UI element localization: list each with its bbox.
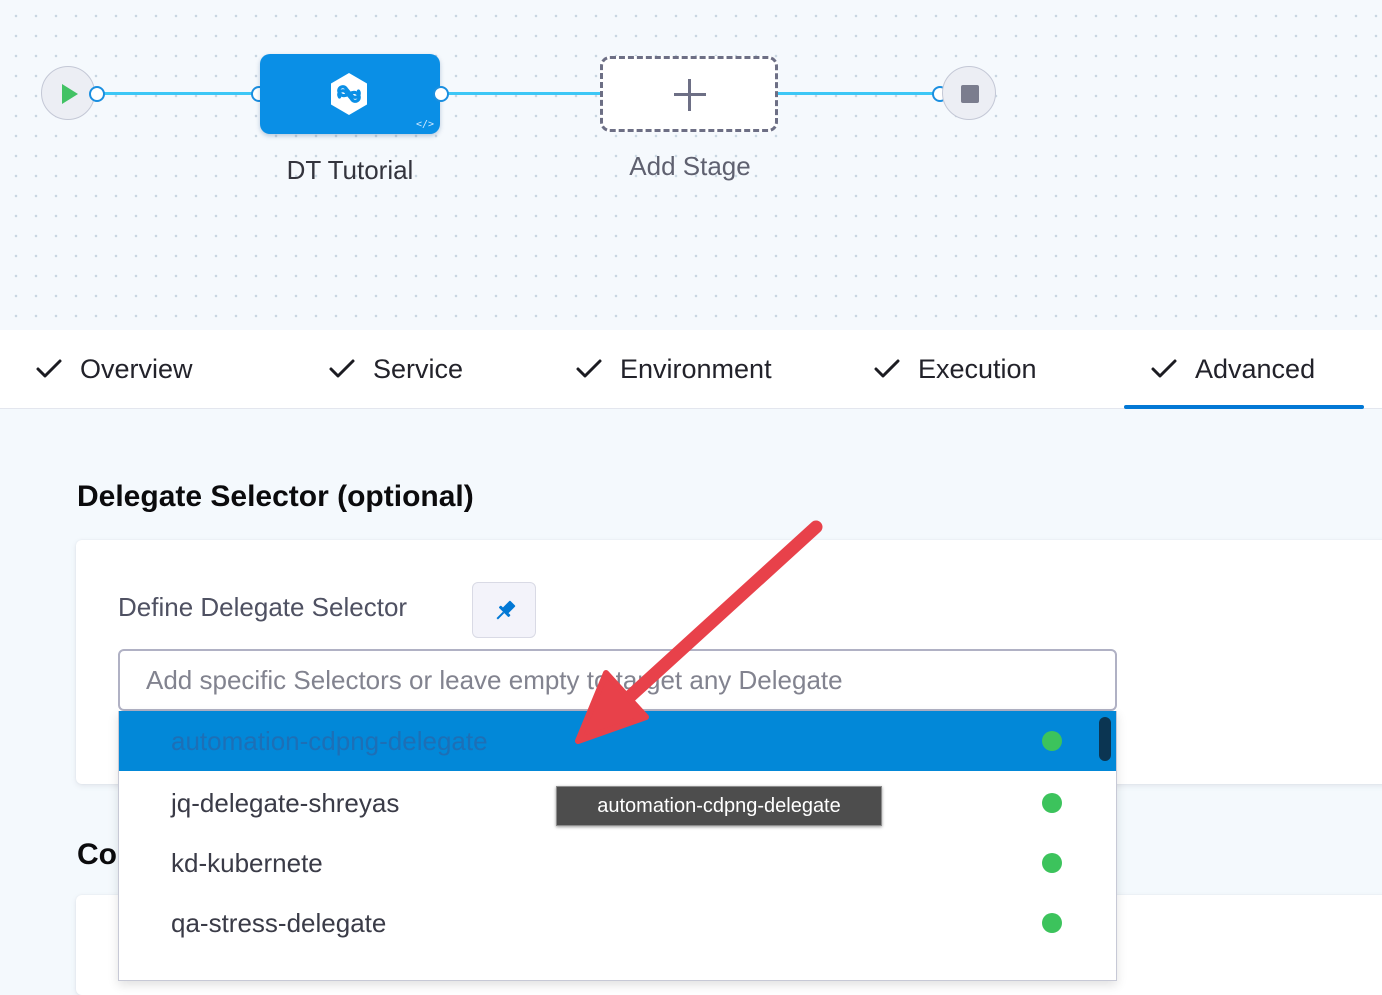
dropdown-scrollbar[interactable] xyxy=(1099,717,1111,761)
pin-icon xyxy=(496,600,516,620)
check-icon xyxy=(576,359,602,378)
section-title: Delegate Selector (optional) xyxy=(77,480,474,513)
tab-execution[interactable]: Execution xyxy=(872,330,1037,408)
dropdown-option[interactable]: qa-stress-delegate xyxy=(119,893,1116,953)
pipeline-canvas[interactable]: </> DT Tutorial Add Stage xyxy=(0,0,1382,330)
next-section-title: Co xyxy=(77,838,117,871)
status-dot-icon xyxy=(1042,793,1062,813)
status-dot-icon xyxy=(1042,853,1062,873)
tab-advanced[interactable]: Advanced xyxy=(1149,330,1315,408)
pin-button[interactable] xyxy=(472,582,536,638)
check-icon xyxy=(329,359,355,378)
option-label: qa-stress-delegate xyxy=(171,907,387,938)
add-stage-button[interactable] xyxy=(600,56,778,132)
connector-stage-to-add xyxy=(446,92,602,95)
option-label: kd-kubernete xyxy=(171,847,323,878)
dropdown-option[interactable]: automation-cdpng-delegate xyxy=(119,711,1116,771)
status-dot-icon xyxy=(1042,731,1062,751)
tab-overview[interactable]: Overview xyxy=(34,330,193,408)
check-icon xyxy=(1151,359,1177,378)
tab-service[interactable]: Service xyxy=(327,330,463,408)
dropdown-option[interactable]: kd-kubernete xyxy=(119,833,1116,893)
dropdown-option[interactable]: jq-delegate-shreyas xyxy=(119,773,1116,833)
pipeline-start-node[interactable] xyxy=(41,66,95,120)
stage-node-dt-tutorial[interactable]: </> xyxy=(260,54,440,134)
delegate-selector-input[interactable] xyxy=(118,649,1117,711)
play-icon xyxy=(62,84,78,104)
connector-add-to-end xyxy=(778,92,938,95)
tab-environment[interactable]: Environment xyxy=(574,330,772,408)
stage-output-port[interactable] xyxy=(433,86,449,102)
tab-label: Execution xyxy=(918,353,1037,384)
option-label: jq-delegate-shreyas xyxy=(171,787,400,818)
status-dot-icon xyxy=(1042,913,1062,933)
check-icon xyxy=(36,359,62,378)
field-label: Define Delegate Selector xyxy=(118,592,408,622)
tab-label: Service xyxy=(373,353,464,384)
delegate-dropdown[interactable]: automation-cdpng-delegate jq-delegate-sh… xyxy=(118,711,1117,981)
connector-start-to-stage xyxy=(104,92,260,95)
yaml-code-badge: </> xyxy=(415,119,434,130)
add-stage-label: Add Stage xyxy=(629,151,751,181)
stop-icon xyxy=(961,85,979,103)
option-tooltip: automation-cdpng-delegate xyxy=(556,786,882,826)
tab-label: Advanced xyxy=(1195,353,1316,384)
tab-label: Environment xyxy=(620,353,772,384)
stage-label: DT Tutorial xyxy=(286,155,414,185)
option-label: automation-cdpng-delegate xyxy=(171,725,488,756)
check-icon xyxy=(874,359,900,378)
deployment-stage-icon xyxy=(331,73,367,115)
pipeline-end-node[interactable] xyxy=(942,66,996,120)
stage-tabs: Overview Service Environment Execution A… xyxy=(0,330,1382,409)
start-output-port[interactable] xyxy=(89,86,105,102)
tab-label: Overview xyxy=(80,353,193,384)
active-tab-indicator xyxy=(1124,405,1364,409)
plus-icon xyxy=(674,79,706,111)
